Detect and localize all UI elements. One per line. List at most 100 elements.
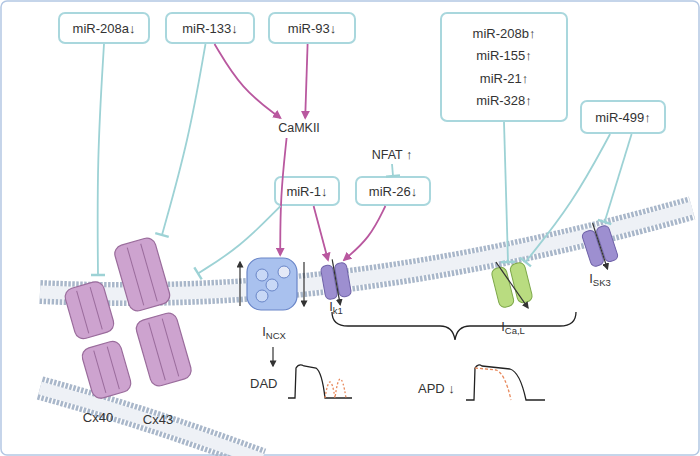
- cell-membrane: [40, 388, 262, 456]
- action-potential-trace: [466, 365, 545, 400]
- connexin-channel: [107, 347, 119, 389]
- ion-channel-symbol: [319, 257, 353, 307]
- ion-channel-symbol: [332, 259, 340, 304]
- action-potential-trace: [475, 368, 511, 400]
- ion-exchanger: INCX: [243, 255, 305, 343]
- connexin-channel: [80, 339, 133, 400]
- mirna-name: miR-93↓: [288, 21, 336, 36]
- connexin-channel: [63, 280, 116, 341]
- inhibition-line: [605, 134, 632, 222]
- exchanger-symbol: [303, 262, 304, 306]
- channel-label: Cx40: [83, 410, 113, 425]
- activation-arrow: [314, 206, 328, 260]
- mirna-name: miR-499↑: [595, 110, 651, 125]
- action-potential-trace: [325, 379, 346, 398]
- inhibition-line: [392, 164, 393, 176]
- signal-label: CaMKII: [268, 118, 330, 138]
- channel-name: I: [262, 324, 266, 339]
- connexin-channel: [149, 323, 166, 381]
- ion-channel-symbol: [579, 219, 620, 273]
- exchanger-symbol: [266, 279, 278, 291]
- mirna-box: miR-1↓: [274, 176, 340, 206]
- action-potential-trace: [288, 365, 352, 398]
- molecule-name: NFAT ↑: [372, 148, 413, 162]
- effect-label: APD ↓: [418, 381, 455, 396]
- exchanger-symbol: [239, 262, 240, 306]
- connexin-channel: [127, 248, 144, 306]
- mirna-box: miR-499↑: [580, 100, 666, 134]
- mirna-box: miR-208a↓: [58, 12, 150, 44]
- ion-channel-symbol: [593, 223, 608, 269]
- channel-name: Cx43: [143, 412, 173, 427]
- ion-channel-symbol: [489, 256, 535, 315]
- channel-name: Ca,L: [505, 325, 525, 336]
- connexin-channel: [162, 319, 179, 377]
- mirna-name: miR-1↓: [286, 184, 327, 199]
- channel-name: k1: [333, 305, 343, 316]
- activation-arrow: [305, 44, 307, 118]
- exchanger-symbol: [240, 258, 304, 310]
- ion-channel: ISK3: [577, 222, 623, 290]
- inhibition-line: [198, 206, 281, 273]
- connexin-channel: [113, 236, 194, 388]
- channel-name: NCX: [266, 330, 286, 341]
- action-potential-trace: [466, 365, 545, 400]
- channel-name: SK3: [593, 277, 611, 288]
- exchanger-symbol: [247, 258, 297, 310]
- molecule-name: CaMKII: [278, 121, 320, 135]
- mirna-name: miR-26↓: [369, 184, 417, 199]
- channel-name: I: [329, 299, 333, 314]
- cell-membrane: [40, 388, 262, 456]
- exchanger-symbol: [256, 269, 268, 281]
- connexin-channel: [94, 351, 106, 393]
- curly-brace: [332, 312, 576, 340]
- effect-label: DAD: [250, 376, 277, 391]
- activation-arrow: [344, 206, 385, 260]
- mirna-box: miR-26↓: [355, 176, 431, 206]
- connexin-channel: [77, 291, 89, 333]
- mirna-group-box: miR-208b↑ miR-155↑ miR-21↑ miR-328↑: [440, 12, 568, 122]
- channel-label: Cx43: [143, 412, 173, 427]
- ion-channel-symbol: [334, 262, 352, 298]
- channel-name: I: [589, 271, 593, 286]
- cell-membrane: [40, 208, 692, 456]
- ion-channel: Ik1: [316, 260, 356, 318]
- exchanger-symbol: [256, 290, 268, 302]
- channel-label: ISK3: [589, 271, 611, 290]
- channel-label: ICa,L: [501, 319, 525, 338]
- connexin-channel: [134, 311, 193, 388]
- inhibition-line: [162, 44, 206, 235]
- mirna-box: miR-133↓: [165, 12, 255, 44]
- connexin-channel: [113, 236, 172, 313]
- inhibition-line: [504, 122, 508, 262]
- connexin-channel: [63, 280, 133, 401]
- mirna-name: miR-208b↑: [473, 26, 536, 41]
- signal-label: NFAT ↑: [360, 146, 424, 164]
- inhibition-line: [526, 134, 611, 262]
- inhibition-line: [98, 44, 104, 275]
- connexin-channel: [90, 287, 102, 329]
- ion-channel-symbol: [496, 257, 528, 312]
- mirna-name: miR-155↑: [476, 48, 532, 63]
- mirna-name: miR-21↑: [480, 71, 528, 86]
- down-arrow: [272, 347, 273, 366]
- exchanger-symbol: [278, 266, 290, 278]
- activation-arrow: [215, 44, 281, 118]
- channel-name: I: [501, 319, 505, 334]
- connexin-channel: Cx43: [118, 235, 198, 427]
- mirna-box: miR-93↓: [268, 12, 356, 44]
- action-potential-trace: [288, 365, 352, 398]
- channel-name: Cx40: [83, 410, 113, 425]
- connexin-channel: Cx40: [58, 275, 138, 425]
- activation-arrow: [280, 138, 286, 255]
- mirna-name: miR-328↑: [476, 93, 532, 108]
- channel-label: Ik1: [329, 299, 343, 318]
- ion-channel: ICa,L: [488, 262, 538, 338]
- mirna-name: miR-208a↓: [73, 21, 136, 36]
- channel-label: INCX: [262, 324, 286, 343]
- connexin-channel: [141, 244, 158, 302]
